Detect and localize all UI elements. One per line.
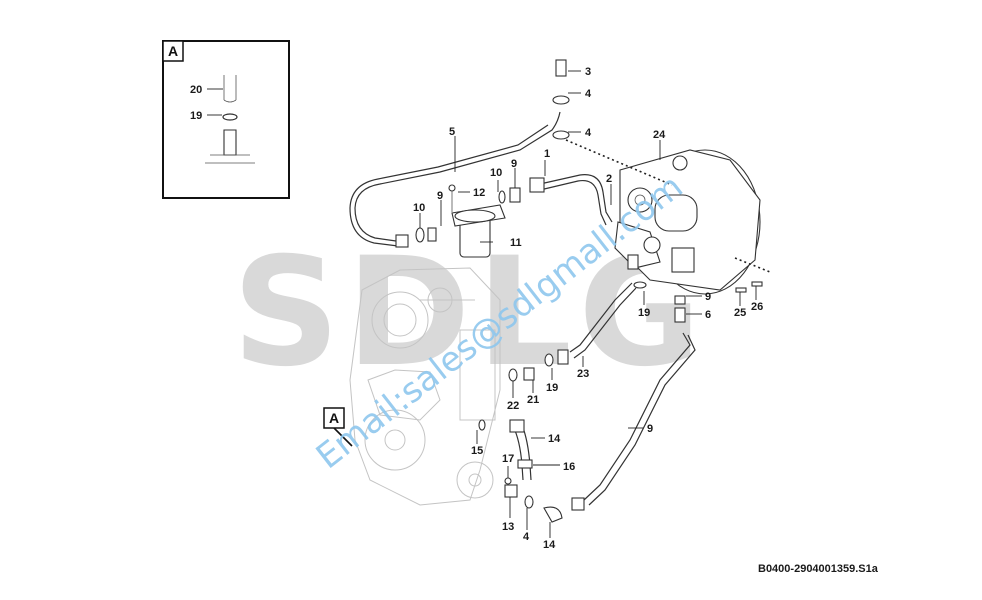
- callout-label: 2: [606, 173, 612, 185]
- callout-label: 19: [546, 382, 558, 394]
- callout-label: 24: [653, 129, 666, 141]
- callout-label: 19: [638, 307, 650, 319]
- detail-view-letter-box: [162, 40, 184, 62]
- callout-label: 12: [473, 187, 485, 199]
- callout-label: 13: [502, 521, 514, 533]
- section-marker-letter: A: [329, 410, 339, 426]
- detail-view-frame: [162, 40, 290, 199]
- callout-label: 25: [734, 307, 746, 319]
- detail-view-a: A 20 19: [162, 40, 290, 199]
- leader-lines: [419, 70, 757, 538]
- callout-label: 17: [502, 453, 514, 465]
- reference-code: B0400-2904001359.S1a: [758, 563, 879, 575]
- callout-label: 16: [563, 461, 575, 473]
- detail-view-letter: A: [168, 43, 178, 59]
- callout-label: 11: [510, 237, 522, 249]
- section-marker-a: A: [323, 407, 353, 447]
- callout-label: 4: [585, 88, 592, 100]
- callout-label: 9: [647, 423, 653, 435]
- callout-label: 9: [511, 158, 517, 170]
- callout-label: 15: [471, 445, 483, 457]
- callout-label: 9: [705, 291, 711, 303]
- callout-label: 10: [413, 202, 425, 214]
- callout-label: 19: [190, 110, 202, 122]
- callout-label: 22: [507, 400, 519, 412]
- callout-label: 5: [449, 126, 455, 138]
- callout-label: 3: [585, 66, 591, 78]
- filter-assembly: [448, 184, 506, 258]
- fittings: [395, 59, 763, 523]
- transmission-housing: [349, 267, 501, 506]
- callout-label: 21: [527, 394, 539, 406]
- pump-assembly: [614, 149, 761, 295]
- callout-label: 4: [585, 127, 592, 139]
- callout-label: 14: [548, 433, 561, 445]
- callout-label: 6: [705, 309, 711, 321]
- callout-label: 26: [751, 301, 763, 313]
- alignment-lines: [565, 139, 771, 273]
- callouts: 3 4 4 5 1 9 10 12 9 10 11 2 24 19 9 6 25…: [413, 66, 763, 551]
- callout-label: 20: [190, 84, 202, 96]
- callout-label: 9: [437, 190, 443, 202]
- callout-label: 23: [577, 368, 589, 380]
- callout-label: 10: [490, 167, 502, 179]
- callout-label: 1: [544, 148, 550, 160]
- callout-label: 4: [523, 531, 530, 543]
- callout-label: 14: [543, 539, 556, 551]
